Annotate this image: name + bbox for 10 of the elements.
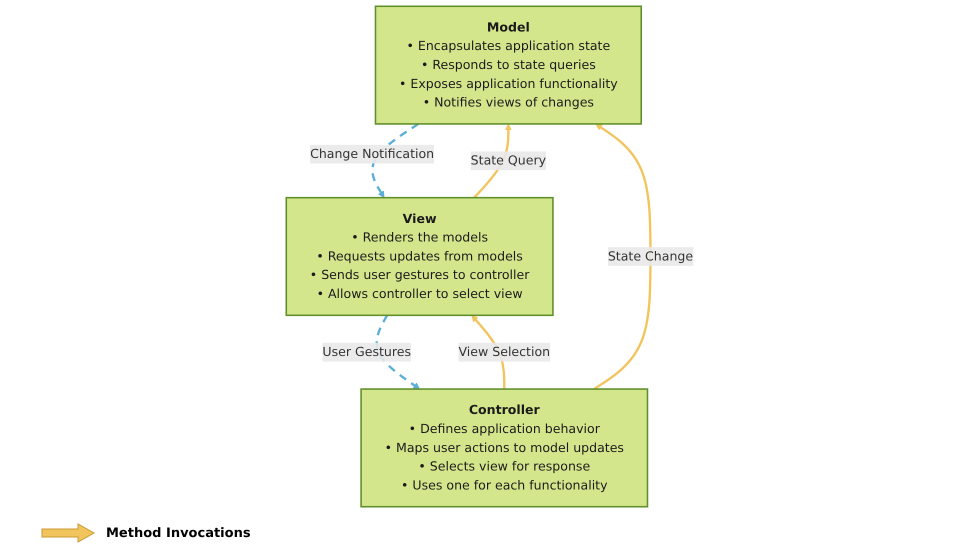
- edge-label: State Query: [470, 152, 546, 168]
- node-box: Controller • Defines application behavior • Maps user actions to model updates • Selects view for response • Uses one for each functionality: [360, 388, 649, 508]
- edge-label: View Selection: [458, 344, 550, 360]
- node-box: View • Renders the models • Requests updates from models • Sends user gestures to controller • Allows controller to select view: [286, 196, 554, 316]
- edge-label: Change Notification: [310, 146, 434, 162]
- arrow: [594, 124, 652, 390]
- edge-label: State Change: [608, 248, 694, 264]
- edge-label: User Gestures: [322, 344, 412, 360]
- legend-label: Method Invocations: [106, 526, 251, 540]
- node-box: Model • Encapsulates application state • Responds to state queries • Exposes application functionality • Notifies views of changes: [375, 6, 642, 125]
